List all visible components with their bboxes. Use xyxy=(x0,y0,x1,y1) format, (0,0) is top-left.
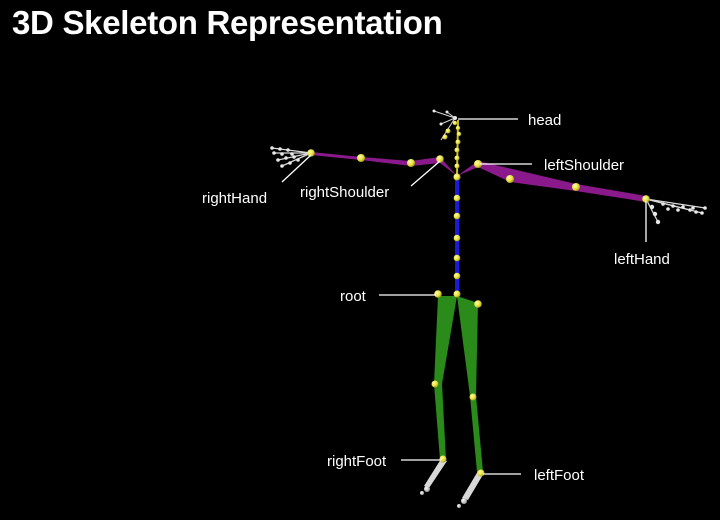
label-right-shoulder: rightShoulder xyxy=(300,184,389,201)
left-arm xyxy=(457,161,646,202)
left-hand-fingertips xyxy=(649,202,707,225)
label-head: head xyxy=(528,112,561,129)
right-leg xyxy=(434,296,457,460)
joints xyxy=(307,120,650,477)
label-right-foot: rightFoot xyxy=(327,453,387,470)
label-right-hand: rightHand xyxy=(202,190,267,207)
label-left-hand: leftHand xyxy=(614,251,670,268)
label-left-shoulder: leftShoulder xyxy=(544,157,624,174)
right-arm xyxy=(311,152,457,176)
label-lines xyxy=(281,118,647,475)
spine xyxy=(455,119,459,296)
left-foot xyxy=(457,471,484,508)
head-points xyxy=(432,109,457,126)
label-left-foot: leftFoot xyxy=(534,467,585,484)
right-hand-fingertips xyxy=(270,146,300,168)
right-foot xyxy=(420,459,447,495)
left-leg xyxy=(457,296,483,472)
page-title: 3D Skeleton Representation xyxy=(12,4,443,41)
label-root: root xyxy=(340,288,367,305)
